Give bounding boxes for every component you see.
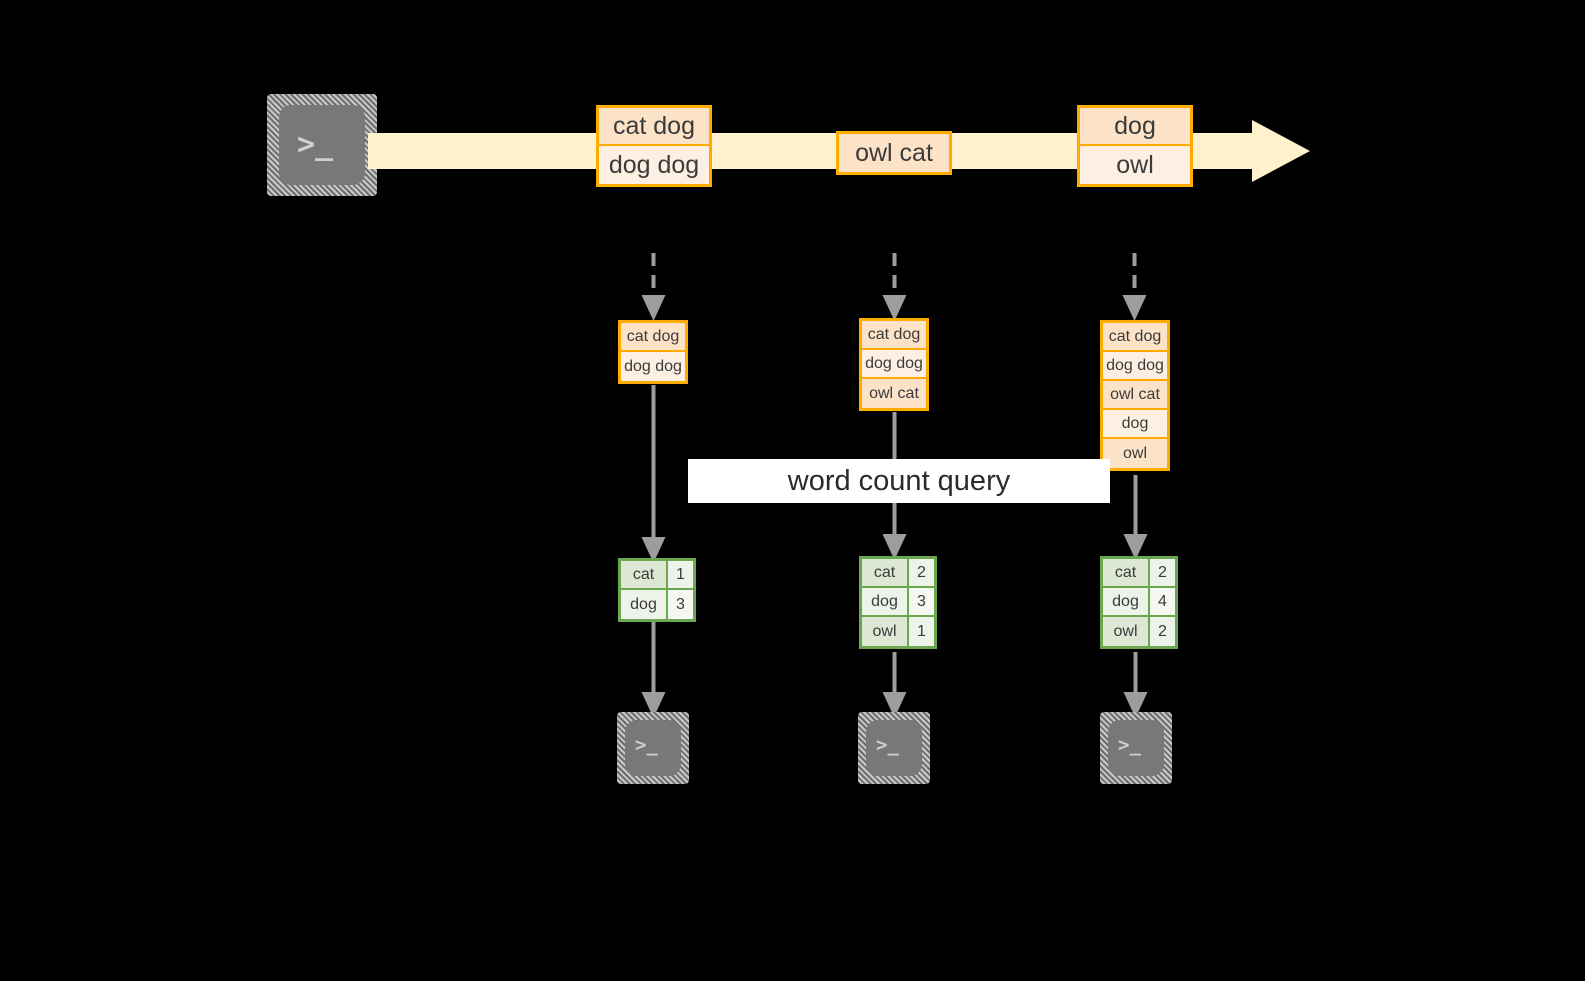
input-records-t2: cat dog dog dog owl cat [859,318,929,411]
table-row: dog 4 [1103,588,1175,617]
input-record-line: dog dog [1103,352,1167,381]
table-row: cat 2 [862,559,934,588]
input-record-line: dog [1103,410,1167,439]
input-record-line: owl cat [862,379,926,408]
table-cell-count: 2 [1150,559,1175,586]
stream-record-line: dog [1080,108,1190,146]
stream-record-line: dog dog [599,146,709,184]
table-cell-count: 3 [668,590,693,619]
table-cell-word: owl [1103,617,1150,646]
table-cell-count: 2 [909,559,934,586]
table-row: dog 3 [862,588,934,617]
input-record-line: cat dog [862,321,926,350]
table-cell-word: cat [862,559,909,586]
stream-record-line: owl [1080,146,1190,184]
table-row: cat 1 [621,561,693,590]
connector-result-to-sink-t2 [879,652,910,718]
table-cell-word: dog [621,590,668,619]
stream-record-batch-2: owl cat [836,131,952,175]
stream-record-line: owl cat [839,134,949,172]
result-table-t1: cat 1 dog 3 [618,558,696,622]
table-cell-word: owl [862,617,909,646]
terminal-prompt-glyph: >_ [1118,734,1141,756]
table-row: owl 2 [1103,617,1175,646]
terminal-screen [866,720,922,776]
table-cell-count: 1 [668,561,693,588]
terminal-screen [279,105,365,185]
connector-result-to-sink-t1 [638,622,669,718]
input-records-t3: cat dog dog dog owl cat dog owl [1100,320,1170,471]
stream-record-batch-3: dog owl [1077,105,1193,187]
terminal-screen [625,720,681,776]
table-cell-word: dog [1103,588,1150,615]
connector-input-to-result-t3 [1120,475,1151,560]
table-cell-word: dog [862,588,909,615]
table-row: dog 3 [621,590,693,619]
terminal-screen [1108,720,1164,776]
source-terminal-icon: >_ [267,94,377,196]
input-records-t1: cat dog dog dog [618,320,688,384]
sink-terminal-icon-t3: >_ [1100,712,1172,784]
connector-input-to-result-t1 [638,385,669,563]
input-record-line: cat dog [1103,323,1167,352]
table-cell-count: 4 [1150,588,1175,615]
input-record-line: dog dog [621,352,685,381]
sink-terminal-icon-t2: >_ [858,712,930,784]
table-cell-count: 3 [909,588,934,615]
table-row: owl 1 [862,617,934,646]
terminal-prompt-glyph: >_ [876,734,899,756]
result-table-t3: cat 2 dog 4 owl 2 [1100,556,1178,649]
table-cell-word: cat [1103,559,1150,586]
result-table-t2: cat 2 dog 3 owl 1 [859,556,937,649]
stream-record-line: cat dog [599,108,709,146]
terminal-prompt-glyph: >_ [297,127,334,162]
connector-stream-to-input-t1 [638,253,669,321]
input-record-line: owl [1103,439,1167,468]
query-label: word count query [688,459,1110,503]
stream-record-batch-1: cat dog dog dog [596,105,712,187]
sink-terminal-icon-t1: >_ [617,712,689,784]
table-cell-count: 2 [1150,617,1175,646]
table-cell-word: cat [621,561,668,588]
connector-result-to-sink-t3 [1120,652,1151,718]
connector-stream-to-input-t2 [879,253,910,321]
table-cell-count: 1 [909,617,934,646]
connector-stream-to-input-t3 [1119,253,1150,321]
input-record-line: cat dog [621,323,685,352]
terminal-prompt-glyph: >_ [635,734,658,756]
input-record-line: dog dog [862,350,926,379]
table-row: cat 2 [1103,559,1175,588]
input-record-line: owl cat [1103,381,1167,410]
